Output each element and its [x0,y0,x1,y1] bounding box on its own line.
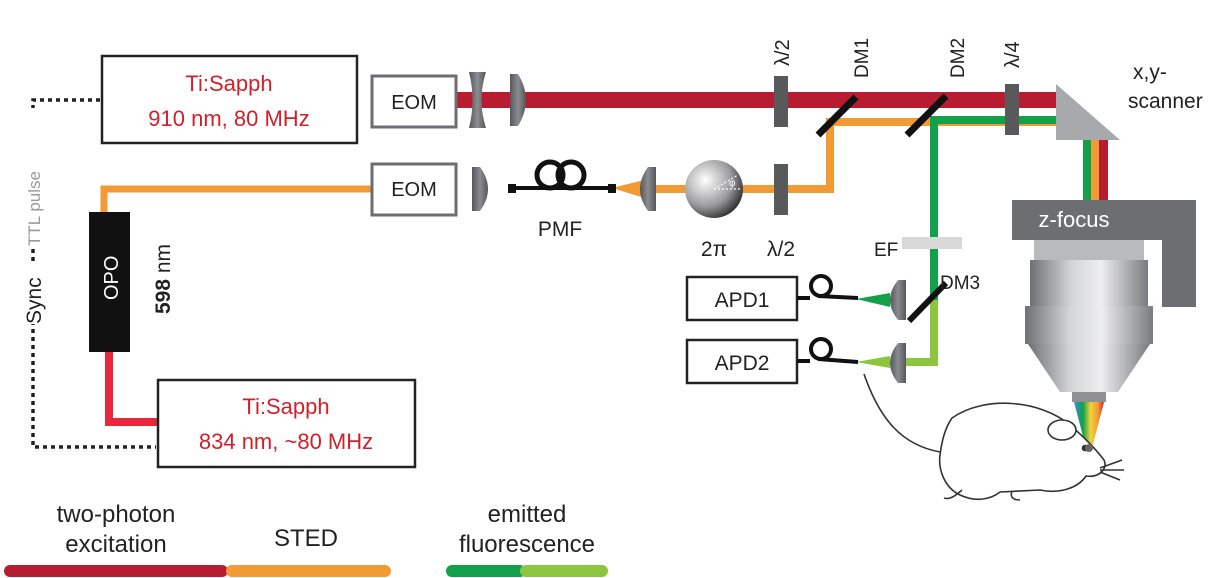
apd1-coupling-cone [856,293,890,307]
opo-box [89,212,130,352]
phase-angle-indicator: φ [713,174,742,190]
laser-834-spec: 834 nm, ~80 MHz [199,429,373,454]
polarization-maintaining-fiber [508,159,616,193]
laser-910-name: Ti:Sapph [185,71,272,96]
legend-excitation-swatch [4,565,228,577]
half-wave-plate-bottom-label: λ/2 [767,238,795,261]
apd1-fiber [797,274,859,300]
laser-910-spec: 910 nm, 80 MHz [148,106,309,131]
eom-bottom-label: EOM [391,179,437,201]
objective-lens [1025,240,1153,402]
apd2-fiber [797,337,859,364]
laser-834-box [156,378,417,469]
legend-fluorescence-swatch-light [520,565,608,577]
legend-fluorescence-swatch-dark [446,565,526,577]
pmf-label: PMF [538,218,582,241]
legend-sted-label: STED [274,525,338,552]
dichroic-mirror-3 [906,280,949,324]
focused-light-cone [1074,402,1104,448]
half-wave-plate-top-label: λ/2 [772,39,794,66]
laser-834-name: Ti:Sapph [242,394,329,419]
apd1-lens [890,280,906,320]
telescope-concave-lens [469,72,486,128]
apd2-box [685,338,799,385]
half-wave-plate-bottom [774,164,788,215]
excitation-beam [456,92,1056,108]
eom-top-label: EOM [391,92,437,114]
legend: two-photon excitation STED emitted fluor… [4,501,608,577]
dichroic-mirror-2 [904,93,949,138]
svg-text:φ: φ [729,178,736,189]
sted-fiber-out-cone [612,179,648,199]
fiber-coupling-lens [472,167,488,211]
eom-bottom-box [370,162,458,217]
z-focus-stage [1012,200,1196,307]
eom-top-box [370,74,458,129]
emission-filter [902,237,962,249]
scanner-label-line1: x,y- [1133,61,1167,84]
legend-sted-swatch [226,565,391,577]
legend-fluorescence-line2: fluorescence [459,531,595,558]
z-focus-label: z-focus [1039,207,1110,232]
sted-beam [100,185,372,221]
apd2-lens [890,343,906,383]
quarter-wave-plate [1005,84,1019,135]
dm1-label: DM1 [852,38,873,78]
apd1-label: APD1 [715,289,770,312]
xy-scanner-mirror [1056,84,1120,140]
opo-wavelength-label: 598 nm [152,244,175,314]
ttl-pulse-label: TTL pulse [25,171,44,246]
mouse-illustration [863,373,1124,501]
phase-plate-label: 2π [701,238,727,261]
fiber-output-lens [640,167,656,211]
dm2-label: DM2 [948,38,969,78]
sync-label: Sync [23,277,46,324]
dm3-label: DM3 [940,273,980,294]
laser-910-box [100,54,359,145]
half-wave-plate-top [774,76,788,127]
dichroic-mirror-1 [815,94,859,138]
quarter-wave-plate-label: λ/4 [1002,41,1024,68]
legend-excitation-line2: excitation [65,531,166,558]
legend-excitation-line1: two-photon [57,501,176,528]
opo-label: OPO [101,256,123,300]
ef-label: EF [874,240,898,261]
opo-pump-beam [105,352,158,426]
fluorescence-beam-light [906,300,938,366]
apd2-coupling-cone [856,356,890,368]
apd2-label: APD2 [715,352,770,375]
scanner-label-line2: scanner [1128,90,1203,113]
telescope-convex-lens [510,74,526,126]
legend-fluorescence-line1: emitted [488,501,567,528]
